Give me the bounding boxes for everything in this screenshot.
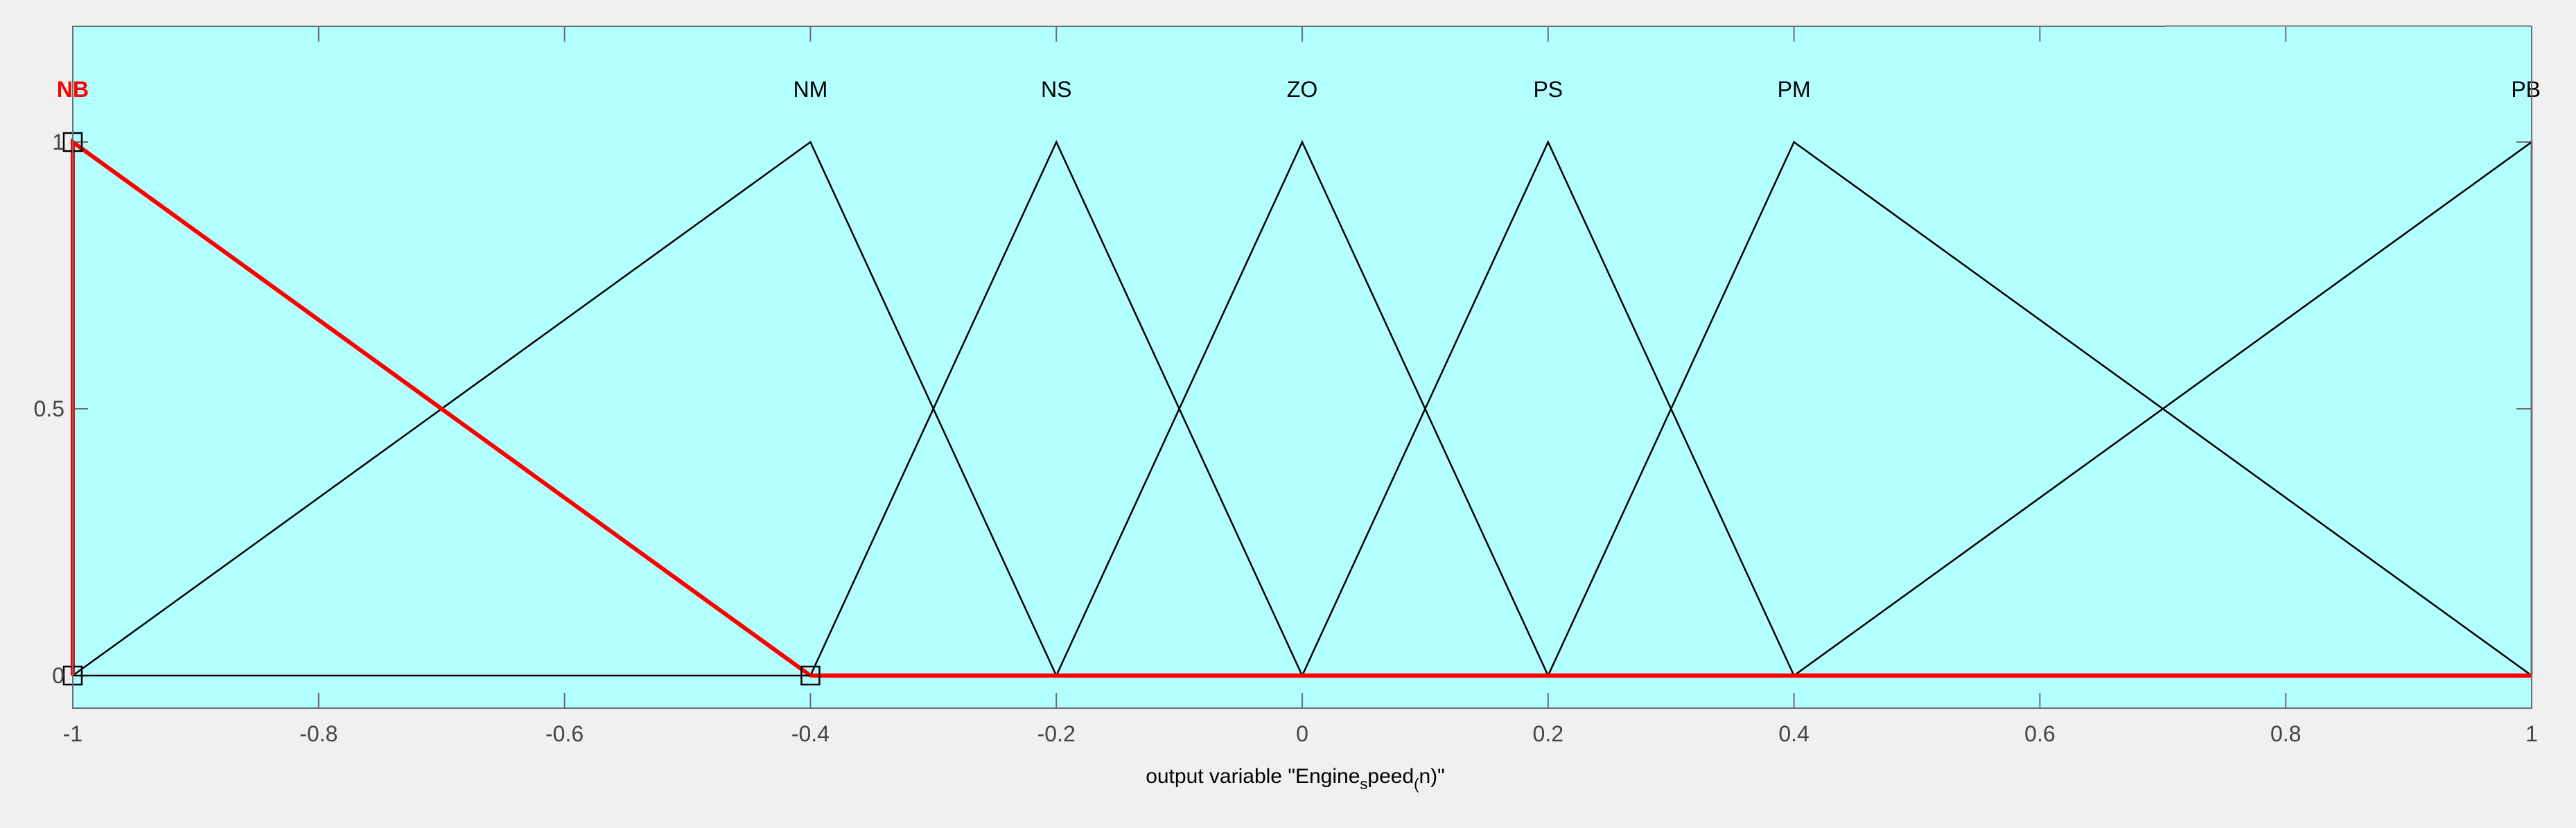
y-tick-label: 0 — [52, 663, 64, 688]
mf-line-ns — [809, 140, 1304, 676]
x-tick-label: -0.4 — [791, 721, 830, 746]
x-axis-label-main: output variable "Engine — [1146, 765, 1360, 788]
window-divider — [2166, 25, 2530, 27]
x-tick-label: -0.6 — [545, 721, 584, 746]
x-axis-label-mid: peed — [1367, 765, 1414, 788]
x-tick-label: 0 — [1296, 721, 1308, 746]
x-tick-labels: -1 -0.8 -0.6 -0.4 -0.2 0 0.2 0.4 0.6 0.8 1 — [63, 721, 2538, 746]
mf-handle[interactable] — [800, 665, 821, 686]
x-axis-label-end: n)" — [1419, 765, 1444, 788]
x-tick-label: 1 — [2525, 721, 2538, 746]
mf-line-nm — [72, 141, 1058, 677]
mf-label-ns[interactable]: NS — [1041, 77, 1071, 102]
mf-label-pb[interactable]: PB — [2511, 77, 2541, 102]
mf-label-pm[interactable]: PM — [1778, 77, 1811, 102]
plot-area[interactable] — [73, 26, 2532, 708]
mf-line-pm — [1547, 141, 2532, 677]
mf-label-nm[interactable]: NM — [794, 77, 828, 102]
x-axis-label: output variable "Enginespeed(n)" — [1146, 765, 1445, 793]
mf-line-ps — [1301, 140, 1795, 676]
y-tick-label: 0.5 — [34, 396, 64, 421]
mf-line-zo — [1055, 140, 1549, 676]
x-axis-label-sub2: ( — [1414, 775, 1419, 793]
x-axis-label-sub1: s — [1360, 775, 1367, 793]
x-tick-label: -0.8 — [299, 721, 338, 746]
x-tick-label: -1 — [63, 721, 82, 746]
x-tick-label: -0.2 — [1037, 721, 1076, 746]
x-tick-label: 0.4 — [1778, 721, 1809, 746]
mf-label-ps[interactable]: PS — [1533, 77, 1563, 102]
plot-border — [72, 26, 2532, 709]
y-tick-label: 1 — [52, 130, 64, 155]
x-tick-label: 0.8 — [2270, 721, 2301, 746]
y-tick-labels: 00.51 — [34, 130, 64, 688]
mf-label-zo[interactable]: ZO — [1287, 77, 1317, 102]
x-tick-label: 0.2 — [1533, 721, 1563, 746]
x-tick-label: 0.6 — [2024, 721, 2055, 746]
